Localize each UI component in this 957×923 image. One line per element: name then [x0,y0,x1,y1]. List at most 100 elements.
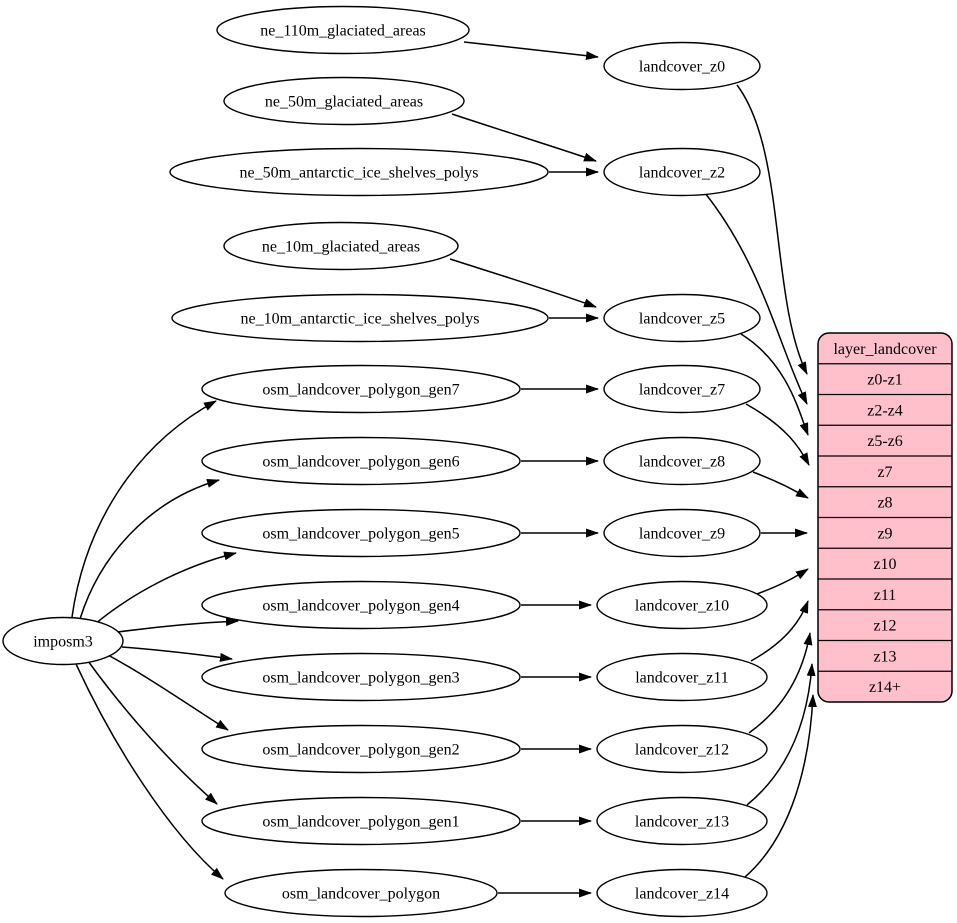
table-row-z9: z9 [877,525,892,542]
intermediate-ellipse [596,652,768,702]
node-osm-landcover-polygon-gen4: osm_landcover_polygon_gen4 [201,580,521,630]
node-landcover-z5: landcover_z5 [603,293,761,343]
node-osm-landcover-polygon: osm_landcover_polygon [224,868,498,918]
source-label: osm_landcover_polygon [282,886,440,903]
edge-landcover-z11-to-row-z11 [750,600,809,662]
node-ne-50m-antarctic-ice-shelves-polys: ne_50m_antarctic_ice_shelves_polys [169,147,549,197]
node-landcover-z0: landcover_z0 [603,41,761,91]
imposm3-label: imposm3 [33,634,93,651]
intermediate-label: landcover_z2 [639,165,725,182]
edge-imposm3-to-osm-landcover-polygon-gen6 [79,479,220,620]
node-osm-landcover-polygon-gen2: osm_landcover_polygon_gen2 [201,724,521,774]
edge-landcover-z10-to-row-z10 [756,568,809,595]
node-ne-110m-glaciated-areas: ne_110m_glaciated_areas [216,5,470,55]
table-row-z0-z1: z0-z1 [867,372,903,389]
node-landcover-z8: landcover_z8 [603,436,761,486]
node-imposm3: imposm3 [2,616,124,666]
table-row-z10: z10 [873,556,896,573]
intermediate-label: landcover_z11 [635,670,729,687]
source-ellipse [201,580,521,630]
edge-landcover-z13-to-row-z13 [746,663,816,806]
edge-ne-110m-glaciated-areas-to-landcover-z0 [463,41,599,61]
source-ellipse [201,508,521,558]
intermediate-label: landcover_z7 [639,382,725,399]
node-landcover-z9: landcover_z9 [603,508,761,558]
edge-landcover-z8-to-row-z8 [752,471,809,499]
source-label: osm_landcover_polygon_gen4 [262,598,459,615]
intermediate-ellipse [603,293,761,343]
edge-group-imposm3 [71,400,239,880]
source-ellipse [216,5,470,55]
node-landcover-z7: landcover_z7 [603,364,761,414]
edge-imposm3-to-osm-landcover-polygon-gen7 [71,400,217,618]
edge-imposm3-to-osm-landcover-polygon-gen1 [87,660,218,805]
source-ellipse [201,796,521,846]
edge-landcover-z7-to-row-z7 [745,403,810,466]
node-ne-50m-glaciated-areas: ne_50m_glaciated_areas [223,76,465,126]
source-ellipse [201,724,521,774]
intermediate-ellipse [603,436,761,486]
intermediate-label: landcover_z10 [635,598,729,615]
edge-imposm3-to-osm-landcover-polygon-gen3 [121,646,233,662]
node-osm-landcover-polygon-gen7: osm_landcover_polygon_gen7 [201,364,521,414]
table-row-z14plus: z14+ [869,679,901,696]
source-ellipse [224,868,498,918]
node-landcover-z12: landcover_z12 [596,724,768,774]
intermediate-ellipse [603,364,761,414]
table-row-z8: z8 [877,495,892,512]
source-ellipse [201,652,521,702]
edge-ne-10m-glaciated-areas-to-landcover-z5 [449,258,597,308]
edge-imposm3-to-osm-landcover-polygon-gen2 [107,654,229,731]
source-ellipse [169,147,549,197]
source-label: osm_landcover_polygon_gen6 [262,454,459,471]
intermediate-ellipse [603,147,761,197]
node-osm-landcover-polygon-gen3: osm_landcover_polygon_gen3 [201,652,521,702]
source-label: osm_landcover_polygon_gen1 [262,814,459,831]
intermediate-ellipse [596,868,768,918]
source-ellipse [223,221,459,271]
source-label: ne_110m_glaciated_areas [260,23,426,40]
source-label: ne_50m_antarctic_ice_shelves_polys [239,165,478,182]
source-ellipse [201,436,521,486]
edge-group-table [704,84,817,878]
intermediate-label: landcover_z5 [639,311,725,328]
intermediate-ellipse [603,508,761,558]
node-osm-landcover-polygon-gen6: osm_landcover_polygon_gen6 [201,436,521,486]
edge-landcover-z14-to-row-z14plus [744,694,817,878]
table-row-z2-z4: z2-z4 [867,402,903,419]
node-osm-landcover-polygon-gen5: osm_landcover_polygon_gen5 [201,508,521,558]
source-label: osm_landcover_polygon_gen5 [262,526,459,543]
node-landcover-z11: landcover_z11 [596,652,768,702]
intermediate-label: landcover_z8 [639,454,725,471]
source-ellipse [201,364,521,414]
source-label: ne_50m_glaciated_areas [265,94,423,111]
intermediate-ellipse [596,724,768,774]
source-ellipse [171,293,549,343]
table-row-z13: z13 [873,648,896,665]
table-row-z7: z7 [877,464,892,481]
edge-landcover-z2-to-row-z2-z4 [704,192,808,405]
table-row-z12: z12 [873,618,896,635]
node-ne-10m-glaciated-areas: ne_10m_glaciated_areas [223,221,459,271]
source-ellipse [223,76,465,126]
node-osm-landcover-polygon-gen1: osm_landcover_polygon_gen1 [201,796,521,846]
intermediate-label: landcover_z13 [635,814,729,831]
table-title: layer_landcover [833,341,937,358]
node-landcover-z14: landcover_z14 [596,868,768,918]
table-row-z11: z11 [874,587,897,604]
table-row-z5-z6: z5-z6 [867,433,903,450]
source-label: osm_landcover_polygon_gen3 [262,670,459,687]
edge-ne-50m-glaciated-areas-to-landcover-z2 [451,113,597,162]
intermediate-label: landcover_z14 [635,886,729,903]
node-landcover-z2: landcover_z2 [603,147,761,197]
node-landcover-z10: landcover_z10 [596,580,768,630]
edge-group-sources [449,41,599,898]
intermediate-label: landcover_z9 [639,526,725,543]
source-label: osm_landcover_polygon_gen2 [262,742,459,759]
edge-landcover-z12-to-row-z12 [748,632,813,734]
table-layer-landcover: layer_landcover z0-z1 z2-z4 z5-z6 z7 z8 … [817,332,953,703]
intermediate-ellipse [603,41,761,91]
node-landcover-z13: landcover_z13 [596,796,768,846]
edge-imposm3-to-osm-landcover-polygon-gen5 [94,551,237,625]
